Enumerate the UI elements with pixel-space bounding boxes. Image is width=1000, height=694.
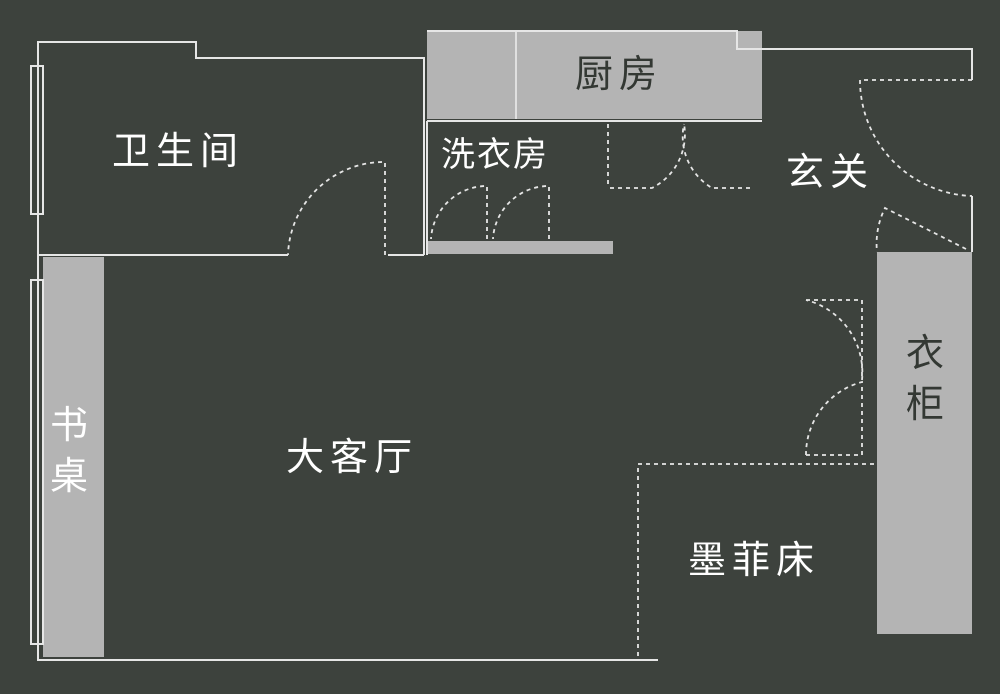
- desk-label: 书 桌: [50, 400, 88, 503]
- kitchen-label: 厨房: [575, 52, 664, 96]
- murphy-bed-outline: [637, 463, 877, 656]
- outer-wall-top-right: [427, 30, 973, 80]
- entrance-label: 玄关: [786, 150, 875, 194]
- laundry-door-1: [430, 185, 488, 240]
- wardrobe-block: [877, 252, 972, 634]
- bathroom-door: [287, 161, 386, 256]
- kitchen-door-left: [610, 123, 686, 189]
- wardrobe-door-upper: [805, 299, 864, 381]
- entrance-door-lower: [875, 206, 967, 253]
- wardrobe-label-char-2: 柜: [906, 382, 945, 427]
- outer-wall-top-left: [37, 41, 425, 258]
- desk-window: [30, 279, 44, 645]
- wardrobe-label-char-1: 衣: [906, 331, 945, 375]
- kitchen-door-right: [681, 123, 750, 189]
- laundry-label: 洗衣房: [441, 135, 549, 175]
- murphy-bed-label: 墨菲床: [688, 538, 821, 582]
- wardrobe-door-lower: [805, 380, 863, 456]
- bathroom-label: 卫生间: [112, 129, 245, 173]
- laundry-door-2: [492, 185, 550, 240]
- entrance-door-top: [859, 79, 973, 197]
- desk-label-char-2: 桌: [50, 454, 89, 499]
- walls: [37, 30, 973, 661]
- windows: [30, 65, 44, 645]
- wardrobe-label: 衣 柜: [906, 328, 944, 431]
- desk-block: [43, 257, 104, 657]
- kitchen-counter: [427, 31, 762, 119]
- desk-label-char-1: 书: [50, 403, 89, 447]
- door-swings: [287, 79, 973, 656]
- living-room-label: 大客厅: [286, 435, 419, 479]
- outer-wall-bottom: [37, 258, 658, 661]
- bathroom-window: [30, 65, 44, 215]
- laundry-shelf: [427, 241, 613, 254]
